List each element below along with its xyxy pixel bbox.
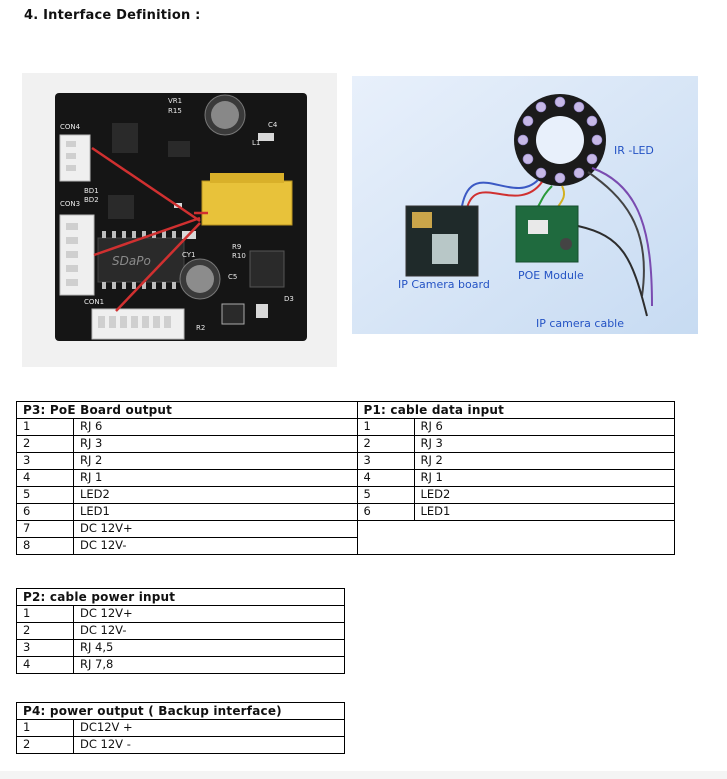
pin-signal: RJ 2 [73, 452, 358, 470]
pcb-label-cy1: CY1 [182, 251, 196, 259]
pcb-label-r15: R15 [168, 107, 182, 115]
pin-number: 5 [356, 486, 415, 504]
pin-signal: RJ 3 [73, 435, 358, 453]
pcb-label-r10: R10 [232, 252, 246, 260]
pcb-ic-label: SDaPo [112, 254, 151, 268]
table-row: 2 RJ 3 2 RJ 3 [16, 435, 675, 453]
pcb-label-l1: L1 [252, 139, 260, 147]
pin-signal: DC 12V- [73, 622, 345, 640]
pin-number: 2 [16, 435, 74, 453]
pin-signal: RJ 1 [413, 469, 675, 487]
pin-number: 1 [356, 418, 415, 436]
pcb-label-c4: C4 [268, 121, 278, 129]
pin-signal: DC 12V+ [73, 520, 358, 538]
table-row: 2 DC 12V - [16, 736, 345, 754]
pin-number: 1 [16, 719, 74, 737]
pin-signal: RJ 4,5 [73, 639, 345, 657]
table-row: 7 DC 12V+ [16, 520, 675, 555]
pin-number: 3 [356, 452, 415, 470]
pcb-label-bd2: BD2 [84, 196, 99, 204]
pcb-label-c5: C5 [228, 273, 237, 281]
pin-signal: DC 12V+ [73, 605, 345, 623]
pin-signal: LED2 [73, 486, 358, 504]
pin-number: 1 [16, 605, 74, 623]
label-poe-module: POE Module [518, 269, 584, 282]
pin-signal: DC 12V- [73, 537, 358, 555]
pin-signal: RJ 3 [413, 435, 675, 453]
pcb-label-r2: R2 [196, 324, 205, 332]
label-ir-led: IR -LED [614, 144, 654, 157]
pin-number: 2 [16, 736, 74, 754]
pin-number: 3 [16, 639, 74, 657]
pin-number: 7 [16, 520, 74, 538]
table-row: 3 RJ 2 3 RJ 2 [16, 452, 675, 470]
pcb-label-d3: D3 [284, 295, 294, 303]
pin-signal: RJ 2 [413, 452, 675, 470]
pin-number: 4 [16, 656, 74, 674]
p2-pin-table: P2: cable power input 1 DC 12V+ 2 DC 12V… [16, 588, 345, 674]
pin-number: 5 [16, 486, 74, 504]
table-row: 2 DC 12V- [16, 622, 345, 640]
pin-number: 3 [16, 452, 74, 470]
poe-board-photo: SDaPo CON4 CON3 CON1 C [22, 73, 337, 367]
pin-number: 6 [16, 503, 74, 521]
p3-p1-pin-table: P3: PoE Board output P1: cable data inpu… [16, 401, 675, 555]
table-row: 4 RJ 1 4 RJ 1 [16, 469, 675, 487]
label-ip-camera-board: IP Camera board [398, 278, 490, 291]
table-row: 6 LED1 6 LED1 [16, 503, 675, 521]
section-heading: 4. Interface Definition : [24, 8, 201, 23]
pin-signal: LED2 [413, 486, 675, 504]
table-row: 1 DC12V + [16, 719, 345, 737]
p2-title: P2: cable power input [16, 588, 345, 606]
pcb-label-con1: CON1 [84, 298, 104, 306]
pcb-label-con4: CON4 [60, 123, 81, 131]
pin-signal: RJ 6 [73, 418, 358, 436]
pin-number: 2 [356, 435, 415, 453]
table-row: 3 RJ 4,5 [16, 639, 345, 657]
pin-signal: DC 12V - [73, 736, 345, 754]
pin-number: 2 [16, 622, 74, 640]
pcb-label-r9: R9 [232, 243, 241, 251]
pin-number: 4 [16, 469, 74, 487]
table-row: 4 RJ 7,8 [16, 656, 345, 674]
p4-title: P4: power output ( Backup interface) [16, 702, 345, 720]
pin-number: 8 [16, 537, 74, 555]
pcb-label-bd1: BD1 [84, 187, 99, 195]
pin-signal: LED1 [73, 503, 358, 521]
pcb-label-vr1: VR1 [168, 97, 182, 105]
pcb-label-con3: CON3 [60, 200, 80, 208]
pin-signal: RJ 6 [413, 418, 675, 436]
camera-setup-photo: IR -LED POE Module IP Camera board IP ca… [352, 76, 698, 334]
pin-number: 4 [356, 469, 415, 487]
pin-number: 1 [16, 418, 74, 436]
p1-title: P1: cable data input [356, 401, 675, 419]
page-bottom-band [0, 771, 727, 779]
pin-signal: DC12V + [73, 719, 345, 737]
pin-signal: RJ 7,8 [73, 656, 345, 674]
p3-title: P3: PoE Board output [16, 401, 358, 419]
table-row: 1 RJ 6 1 RJ 6 [16, 418, 675, 436]
pin-signal: RJ 1 [73, 469, 358, 487]
pin-number: 6 [356, 503, 415, 521]
p4-pin-table: P4: power output ( Backup interface) 1 D… [16, 702, 345, 754]
table-row: 1 DC 12V+ [16, 605, 345, 623]
empty-cell [356, 520, 675, 555]
table-row: 5 LED2 5 LED2 [16, 486, 675, 504]
table-row: 8 DC 12V- [16, 537, 675, 555]
label-ip-camera-cable: IP camera cable [536, 317, 624, 330]
pin-signal: LED1 [413, 503, 675, 521]
